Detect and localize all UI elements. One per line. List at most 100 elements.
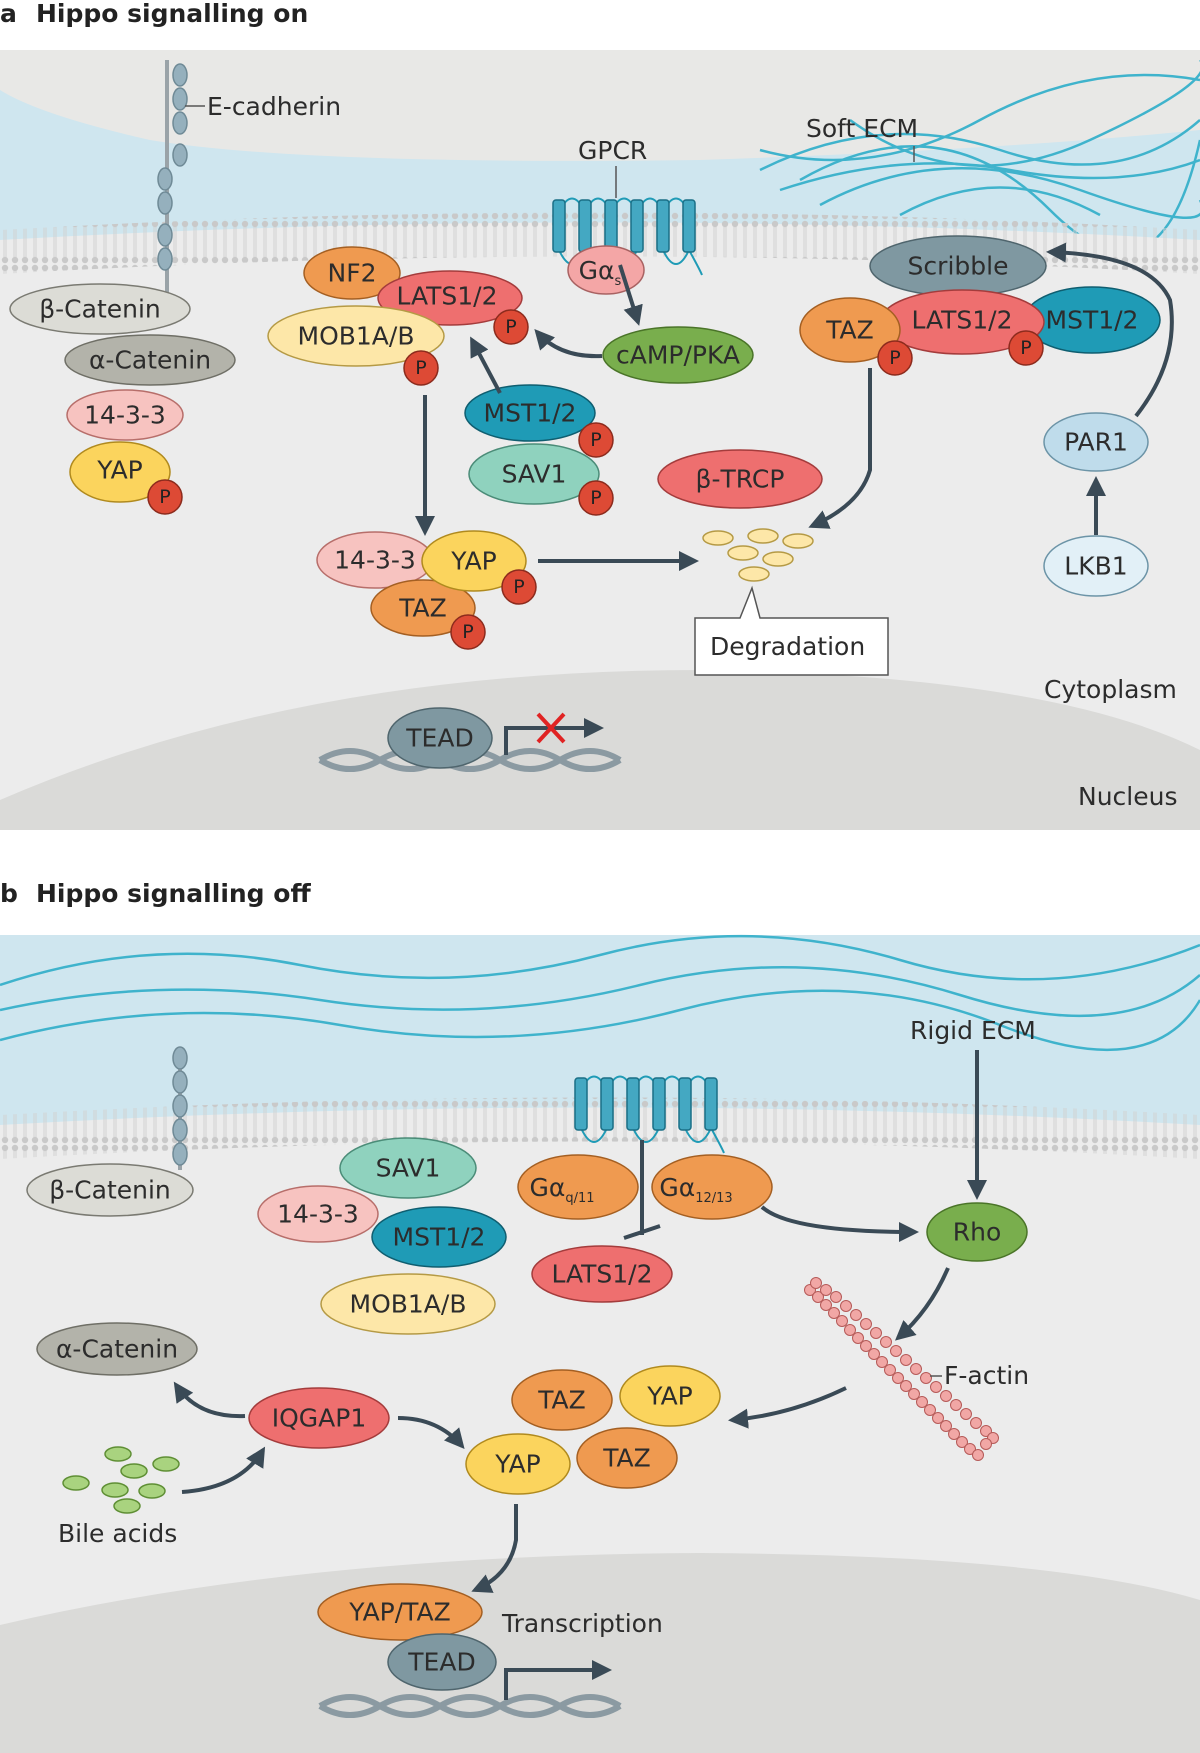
a-catenin-b-label: α-Catenin [56,1335,178,1364]
yap-a-complex: YAP P [421,530,537,605]
nucleus-b [0,1553,1200,1753]
inhibition-gaq-to-lats [623,1140,661,1240]
a-catenin-a: α-Catenin [64,334,236,386]
arrow-f-actin-to-yap-taz [728,1386,847,1429]
gpcr-b [574,1075,725,1154]
iqgap1-label: IQGAP1 [272,1404,367,1433]
phospho-mst-a-center [578,422,614,458]
phospho-mob1-a [403,350,439,386]
b-catenin-a: β-Catenin [9,283,191,335]
arrow-gas-to-camp [618,264,643,326]
g-alpha-s: Gαs [567,245,645,295]
blocked-cross [536,712,566,744]
mst-a-center: MST1/2 P [464,384,614,458]
b-trcp-label: β-TRCP [696,465,785,494]
phospho-lats-a-center-label: P [505,316,516,338]
phospho-yap-a-left [147,479,183,515]
phospho-yap-a-complex-label: P [513,576,524,598]
sav1-a-label: SAV1 [502,460,567,489]
b-catenin-b-label: β-Catenin [49,1176,171,1205]
scribble: Scribble [869,235,1047,297]
a-catenin-b: α-Catenin [36,1322,198,1376]
phospho-lats-a-right [1008,330,1044,366]
par1: PAR1 [1043,412,1149,472]
mst-b: MST1/2 [371,1206,507,1268]
mst-a-right-label: MST1/2 [1046,306,1139,335]
tead-b: TEAD [387,1633,497,1691]
dna-b [318,1694,622,1718]
phospho-mob1-a-label: P [415,357,426,379]
yap-b-top-label: YAP [646,1382,693,1411]
14-3-3-b: 14-3-3 [257,1185,379,1243]
sav1-b: SAV1 [339,1137,477,1199]
rho-label: Rho [953,1218,1002,1247]
14-3-3-a-left: 14-3-3 [66,389,184,441]
phospho-lats-a-center [493,309,529,345]
taz-b-bottom: TAZ [576,1427,678,1489]
mob1-b: MOB1A/B [320,1273,496,1335]
iqgap1: IQGAP1 [248,1387,390,1449]
taz-a-right-label: TAZ [825,316,874,345]
rigid-ecm-label: Rigid ECM [910,1016,1036,1045]
taz-b-top-label: TAZ [537,1386,586,1415]
taz-a-right: TAZ P [799,297,913,376]
scribble-label: Scribble [908,252,1009,281]
mob1-b-label: MOB1A/B [350,1290,467,1319]
lats-a-center: LATS1/2 P [377,270,529,345]
sav1-b-label: SAV1 [376,1154,441,1183]
phospho-taz-a-right-label: P [889,347,900,369]
a-catenin-a-label: α-Catenin [89,346,211,375]
mst-a-center-label: MST1/2 [484,399,577,428]
arrow-iqgap1-to-yap [397,1416,465,1450]
bile-acids-label: Bile acids [58,1519,177,1548]
phospho-lats-a-right-label: P [1020,337,1031,359]
yap-b-bottom: YAP [465,1433,571,1495]
taz-a-complex: TAZ P [370,579,486,650]
taz-b-top: TAZ [511,1369,613,1431]
rho: Rho [926,1202,1028,1262]
lkb1: LKB1 [1043,535,1149,597]
g-alpha-q: Gαq/11 [517,1154,639,1220]
yap-b-bottom-label: YAP [494,1450,541,1479]
e-cadherin-b [172,1046,188,1170]
degradation-label: Degradation [710,632,865,661]
yap-taz-b: YAP/TAZ [317,1583,483,1641]
phospho-mst-a-center-label: P [590,429,601,451]
soft-ecm-label: Soft ECM [806,114,918,143]
arrow-taz-to-degradation [808,368,872,529]
tead-a: TEAD [387,707,493,769]
lats-b-label: LATS1/2 [551,1260,652,1289]
taz-a-complex-label: TAZ [398,594,447,623]
mst-b-label: MST1/2 [393,1223,486,1252]
f-actin-label: F-actin [944,1361,1029,1390]
gpcr-label: GPCR [578,136,647,165]
degradation-callout [694,585,889,676]
plasma-membrane-b [0,1097,1200,1159]
b-catenin-a-label: β-Catenin [39,295,161,324]
transcription-blocked-arrow [504,718,604,755]
tead-a-label: TEAD [405,724,473,753]
cytoplasm-label: Cytoplasm [1044,675,1177,704]
nucleus-label: Nucleus [1078,782,1178,811]
bile-acids [62,1446,180,1514]
phospho-taz-a-complex-label: P [462,621,473,643]
b-trcp: β-TRCP [657,449,823,509]
e-cadherin-label: E-cadherin [207,92,341,121]
degradation-fragments [702,528,814,582]
mob1-a: MOB1A/B P [267,305,445,386]
mob1-a-label: MOB1A/B [298,322,415,351]
transcription-label: Transcription [501,1609,663,1638]
phospho-yap-a-left-label: P [159,486,170,508]
lats-a-right-label: LATS1/2 [911,306,1012,335]
lkb1-label: LKB1 [1064,552,1127,581]
phospho-taz-a-right [877,340,913,376]
g-alpha-s-label: Gαs [579,256,622,289]
panel-b-letter: b [0,879,18,908]
taz-b-bottom-label: TAZ [602,1444,651,1473]
f-actin [804,1277,999,1461]
14-3-3-a-complex-label: 14-3-3 [334,546,416,575]
e-cadherin [157,60,188,300]
g-alpha-12: Gα12/13 [651,1154,773,1220]
yap-a-left-label: YAP [96,456,143,485]
